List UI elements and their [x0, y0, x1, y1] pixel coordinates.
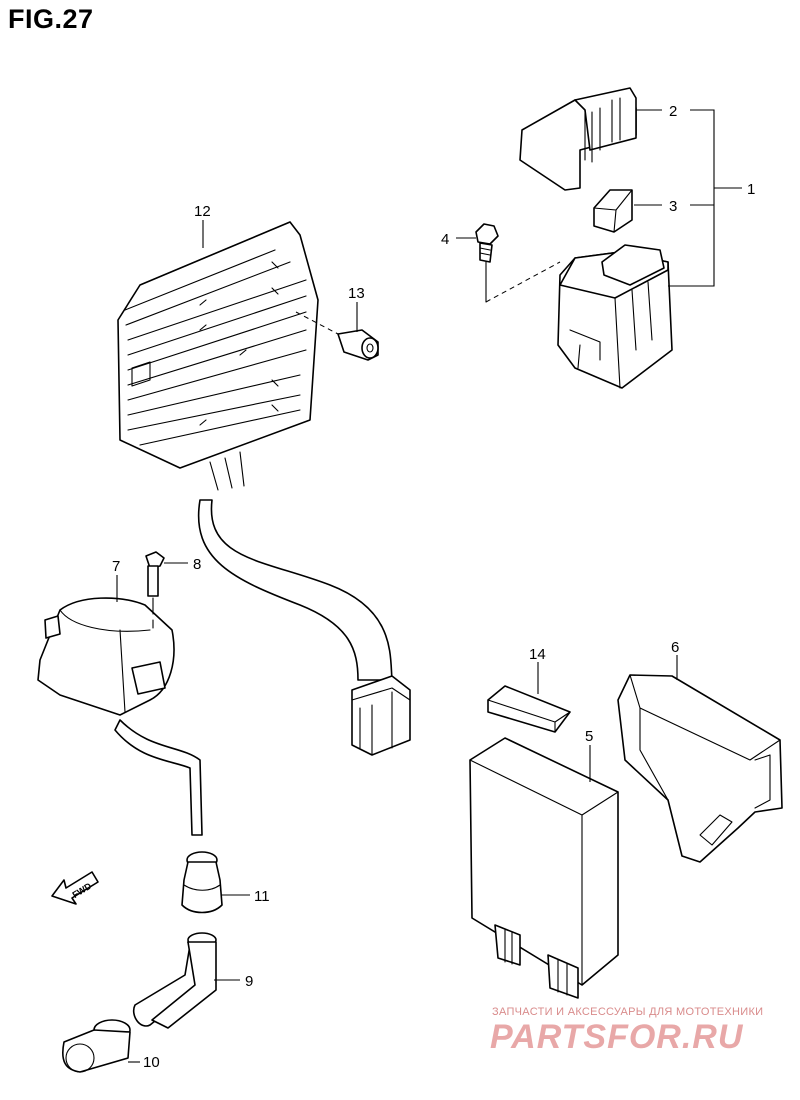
callout-5: 5 — [585, 728, 593, 745]
callout-3: 3 — [669, 198, 677, 215]
part-11-grommet[interactable] — [181, 851, 223, 914]
part-9-plug-cap[interactable] — [132, 932, 217, 1029]
callout-12: 12 — [194, 203, 211, 220]
part-14-pad[interactable] — [487, 685, 571, 733]
watermark-brand: PARTSFOR.RU — [490, 1018, 744, 1056]
relay-alignment-line — [485, 261, 561, 303]
part-4-bolt[interactable] — [475, 223, 499, 263]
part-13-screw[interactable] — [337, 329, 379, 361]
part-3-fuse[interactable] — [593, 189, 633, 233]
part-12-regulator-rectifier[interactable] — [117, 221, 411, 756]
part-5-cdi-unit[interactable] — [469, 737, 619, 999]
callout-13: 13 — [348, 285, 365, 302]
watermark-subtitle: ЗАПЧАСТИ И АКСЕССУАРЫ ДЛЯ МОТОТЕХНИКИ — [492, 1006, 764, 1018]
callout-14: 14 — [529, 646, 546, 663]
part-2-relay-cover[interactable] — [519, 87, 637, 191]
part-8-bolt[interactable] — [145, 551, 165, 629]
part-7-ignition-coil[interactable] — [37, 597, 203, 836]
figure-title: FIG.27 — [8, 4, 94, 34]
callout-10: 10 — [143, 1054, 160, 1071]
part-1-starter-relay[interactable] — [557, 244, 673, 389]
leader-lines — [116, 109, 742, 1063]
callout-8: 8 — [193, 556, 201, 573]
screw-13-alignment-line — [295, 311, 339, 335]
callout-7: 7 — [112, 558, 120, 575]
part-10-boot[interactable] — [62, 1019, 131, 1073]
callout-1: 1 — [747, 181, 755, 198]
callout-9: 9 — [245, 973, 253, 990]
callout-11: 11 — [254, 888, 270, 905]
callout-2: 2 — [669, 103, 677, 120]
fwd-arrow-icon — [51, 871, 99, 905]
callout-4: 4 — [441, 231, 449, 248]
callout-6: 6 — [671, 639, 679, 656]
part-6-holder[interactable] — [617, 674, 783, 863]
